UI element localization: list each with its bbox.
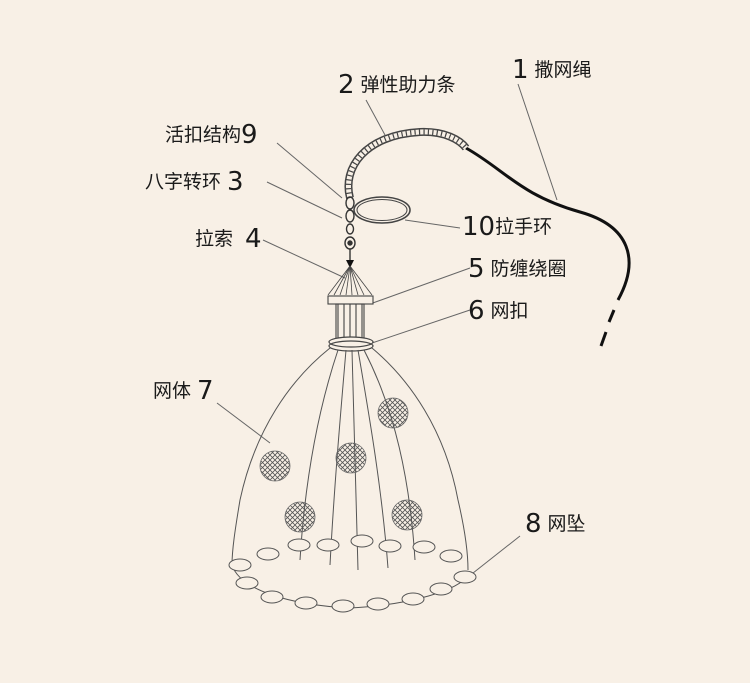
label-hand-ring: 10拉手环 xyxy=(462,212,553,242)
leader-2 xyxy=(365,99,386,136)
spring-bar xyxy=(344,127,470,200)
sinkers xyxy=(228,534,477,613)
leader-9 xyxy=(276,142,343,199)
leader-1 xyxy=(517,83,558,201)
hand-ring xyxy=(353,196,411,224)
mesh-patches xyxy=(259,397,423,533)
leader-8 xyxy=(467,535,521,578)
leader-7 xyxy=(216,402,271,444)
leader-10 xyxy=(404,219,461,229)
leader-4 xyxy=(262,239,346,279)
wrap-ring xyxy=(327,295,374,341)
rope xyxy=(465,146,631,347)
net-buckle xyxy=(328,336,374,352)
label-live-buckle: 活扣结构9 xyxy=(165,120,258,150)
leader-6 xyxy=(371,309,471,344)
swivel xyxy=(344,196,356,262)
leader-3 xyxy=(266,181,343,219)
leader-lines xyxy=(216,83,558,578)
leader-5 xyxy=(369,267,471,305)
pull-cords xyxy=(327,265,373,296)
